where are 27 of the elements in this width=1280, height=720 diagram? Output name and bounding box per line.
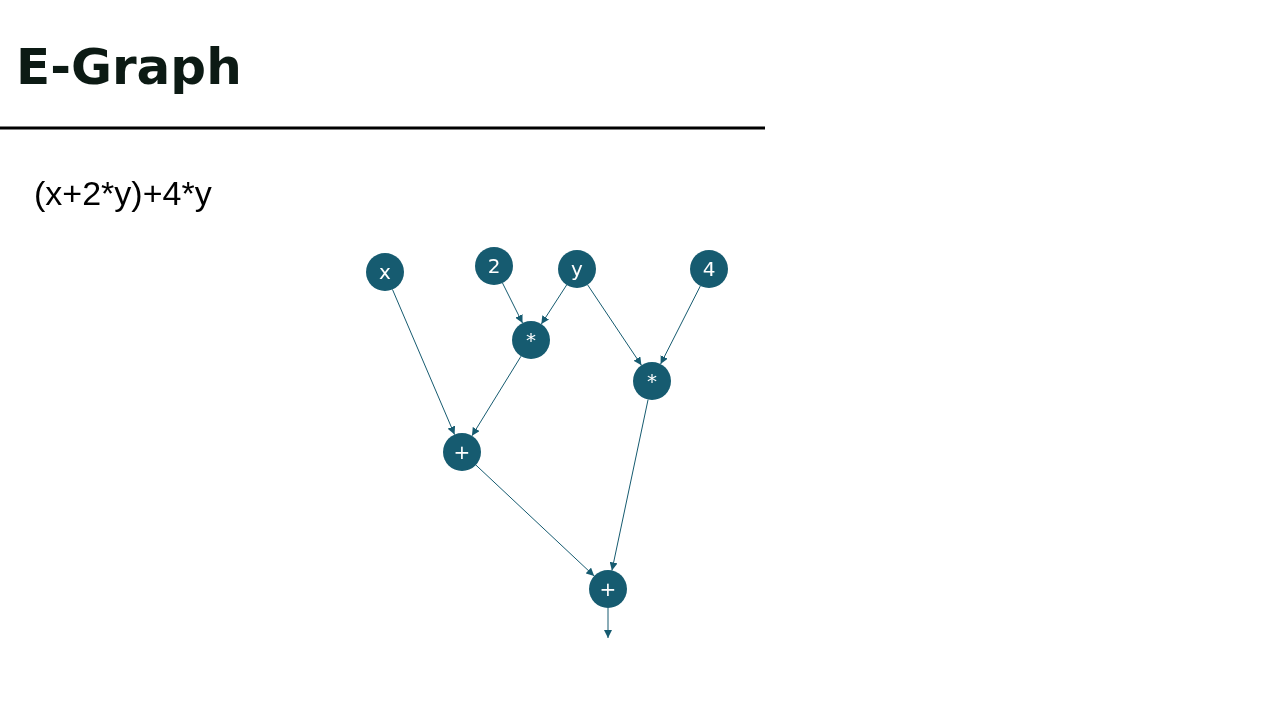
expression-text: (x+2*y)+4*y xyxy=(34,174,212,213)
arrow xyxy=(391,288,456,436)
arrow xyxy=(540,284,568,325)
arrow xyxy=(475,464,595,577)
operator-circle xyxy=(366,253,404,291)
node-label: y xyxy=(571,257,583,281)
node-label: * xyxy=(526,328,536,352)
node-label: + xyxy=(599,577,617,601)
operator-circle xyxy=(475,247,513,285)
operator-circle xyxy=(589,570,627,608)
arrow xyxy=(604,607,612,639)
arrow xyxy=(502,282,523,324)
arrow xyxy=(660,285,701,365)
operator-circle xyxy=(633,362,671,400)
operator-circle xyxy=(558,250,596,288)
arrow xyxy=(471,355,522,437)
node-label: + xyxy=(453,440,471,464)
node-label: * xyxy=(647,369,657,393)
operator-circle xyxy=(443,433,481,471)
arrow xyxy=(609,399,649,571)
node-label: 4 xyxy=(702,257,716,281)
operator-circle xyxy=(690,250,728,288)
node-label: x xyxy=(379,260,391,284)
slide-title: E-Graph xyxy=(16,40,242,95)
operator-circle xyxy=(512,321,550,359)
arrow xyxy=(587,284,642,366)
node-label: 2 xyxy=(487,254,501,278)
